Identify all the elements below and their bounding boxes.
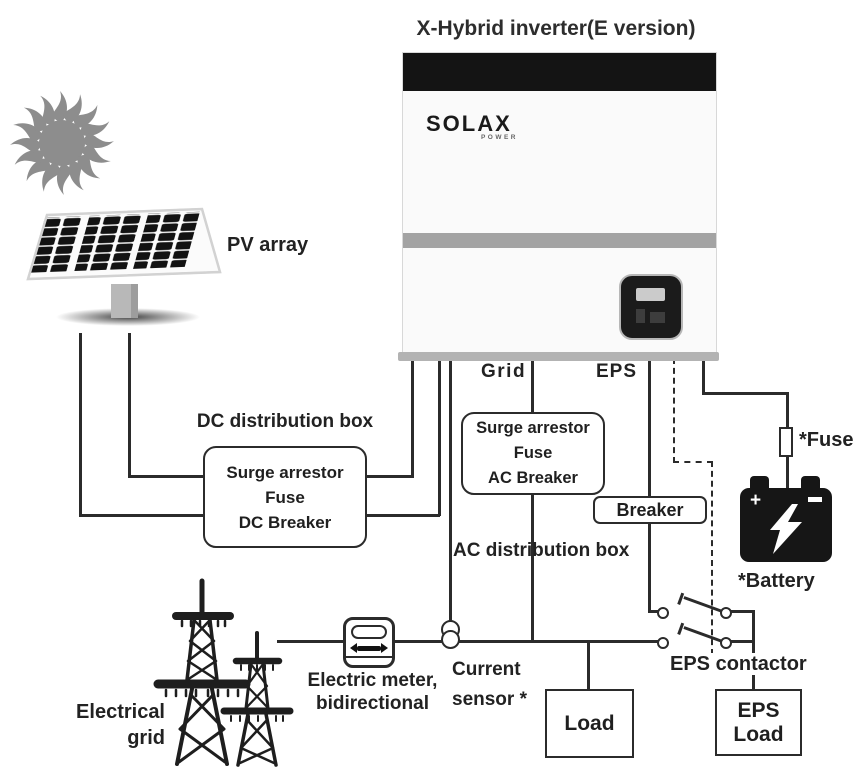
contactor-blade	[683, 626, 723, 643]
grid-bus-right	[394, 640, 660, 643]
inverter-base	[398, 352, 719, 361]
current-sensor-wire	[449, 358, 452, 642]
battery-wire-horizontal	[702, 392, 789, 395]
contactor-contact	[657, 637, 669, 649]
display-glyph	[650, 312, 665, 323]
transmission-towers-icon	[153, 578, 294, 767]
eps-load-line: EPS	[737, 698, 780, 722]
pv-wire-1-riser	[438, 358, 441, 516]
inverter-lcd-screen	[636, 288, 665, 301]
contactor-contact	[720, 637, 732, 649]
contactor-control-wire-vertical	[673, 358, 675, 463]
pv-wire-2-vertical	[128, 333, 131, 477]
eps-upper-right-stub	[727, 610, 755, 613]
solax-logo: SOLAX POWER	[426, 111, 518, 141]
brand-text: SOLAX	[426, 111, 512, 136]
fuse-icon	[779, 427, 793, 457]
grid-wire	[531, 358, 534, 642]
eps-wire	[648, 358, 651, 613]
dc-protection-line: Surge arrestor	[226, 462, 344, 482]
breaker-box: Breaker	[593, 496, 707, 524]
current-sensor-icon	[441, 630, 460, 649]
fuse-label: *Fuse	[799, 429, 854, 451]
contactor-control-wire-horizontal	[673, 461, 713, 463]
pv-array-label: PV array	[227, 234, 309, 256]
dc-distribution-box-label: DC distribution box	[196, 411, 374, 432]
inverter-display	[619, 274, 683, 340]
battery-body: +	[740, 488, 832, 562]
bidirectional-arrow-icon	[350, 643, 388, 653]
contactor-blade	[683, 596, 723, 613]
dc-protection-line: DC Breaker	[238, 512, 332, 532]
electric-meter-label: Electric meter, bidirectional	[307, 670, 438, 714]
battery-wire-to-fuse	[786, 392, 789, 428]
battery-icon: +	[740, 476, 832, 564]
plus-sign: +	[750, 490, 762, 511]
battery-terminal-positive	[750, 476, 769, 490]
pv-wire-1-vertical	[79, 333, 82, 516]
grid-terminal-label: Grid	[481, 361, 527, 382]
dc-protection-line: Fuse	[265, 487, 305, 507]
eps-contactor-label: EPS contactor	[668, 653, 809, 675]
ac-distribution-box-label: AC distribution box	[453, 540, 630, 561]
battery-wire-drop	[702, 356, 705, 394]
meter-separator	[346, 656, 392, 658]
inverter-top-bar	[403, 53, 716, 91]
grid-bus-left	[277, 640, 345, 643]
inverter-stripe	[403, 233, 716, 248]
eps-load-line: Load	[733, 722, 784, 746]
load-label: Load	[564, 711, 615, 735]
diagram-title: X-Hybrid inverter(E version)	[416, 17, 696, 40]
electrical-grid-label: Electrical grid	[76, 701, 165, 749]
load-drop-wire	[587, 641, 590, 689]
eps-load-box: EPS Load	[715, 689, 802, 756]
contactor-blade-tick	[677, 592, 685, 605]
load-box: Load	[545, 689, 634, 758]
lightning-bolt-icon	[770, 504, 802, 554]
ac-protection-box: Surge arrestor Fuse AC Breaker	[461, 412, 605, 495]
battery-label: *Battery	[738, 570, 815, 592]
pv-wire-2-riser	[411, 358, 414, 477]
battery-terminal-negative	[801, 476, 820, 490]
contactor-contact	[720, 607, 732, 619]
current-sensor-label: Current sensor *	[452, 659, 527, 710]
sun-icon	[10, 91, 114, 195]
pv-array-icon	[26, 207, 222, 326]
meter-display	[351, 625, 387, 639]
electric-meter-icon	[343, 617, 395, 668]
eps-load-wire	[752, 610, 755, 689]
ac-protection-line: Fuse	[513, 444, 553, 462]
ac-protection-line: Surge arrestor	[476, 419, 590, 437]
contactor-control-wire-drop	[711, 461, 713, 655]
inverter: SOLAX POWER	[402, 52, 717, 355]
contactor-contact	[657, 607, 669, 619]
eps-upper-stub	[648, 610, 660, 613]
ac-protection-line: AC Breaker	[488, 469, 578, 487]
eps-lower-right-stub	[727, 640, 755, 643]
dc-protection-box: Surge arrestor Fuse DC Breaker	[203, 446, 367, 548]
contactor-blade-tick	[677, 622, 685, 635]
breaker-label: Breaker	[616, 499, 684, 520]
battery-wire-from-fuse	[786, 456, 789, 490]
brand-sub-text: POWER	[480, 134, 518, 141]
eps-terminal-label: EPS	[596, 361, 638, 382]
minus-sign	[808, 497, 822, 502]
display-glyph	[636, 309, 645, 323]
